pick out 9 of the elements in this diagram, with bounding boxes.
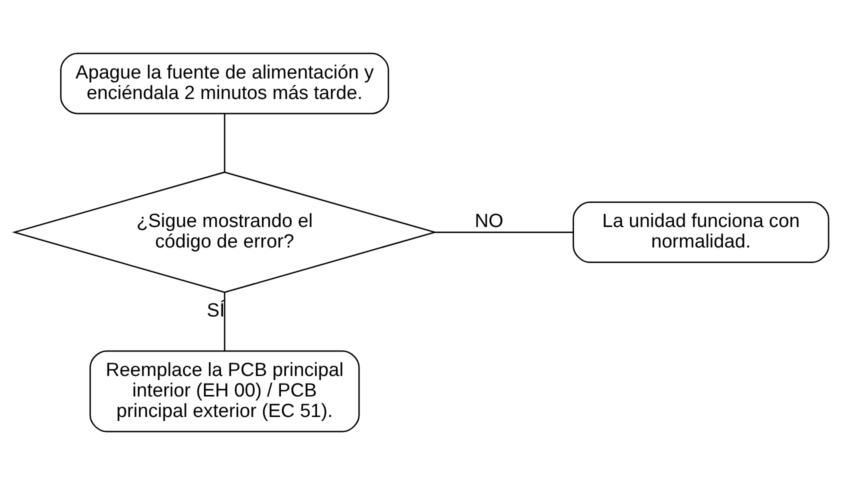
node-box: La unidad funciona con normalidad. [572,201,830,262]
connector [224,292,226,350]
node-box: Apague la fuente de alimentación y enciéndala 2 minutos más tarde. [60,52,390,114]
connector [434,231,574,232]
edge-label: NO [474,210,504,232]
node-box: Reemplace la PCB principal interior (EH 00) / PCB principal exterior (EC 51). [89,350,360,432]
edge-label: SÍ [206,300,225,321]
node-diamond: ¿Sigue mostrando el código de error? [12,171,438,293]
connector [224,113,226,172]
